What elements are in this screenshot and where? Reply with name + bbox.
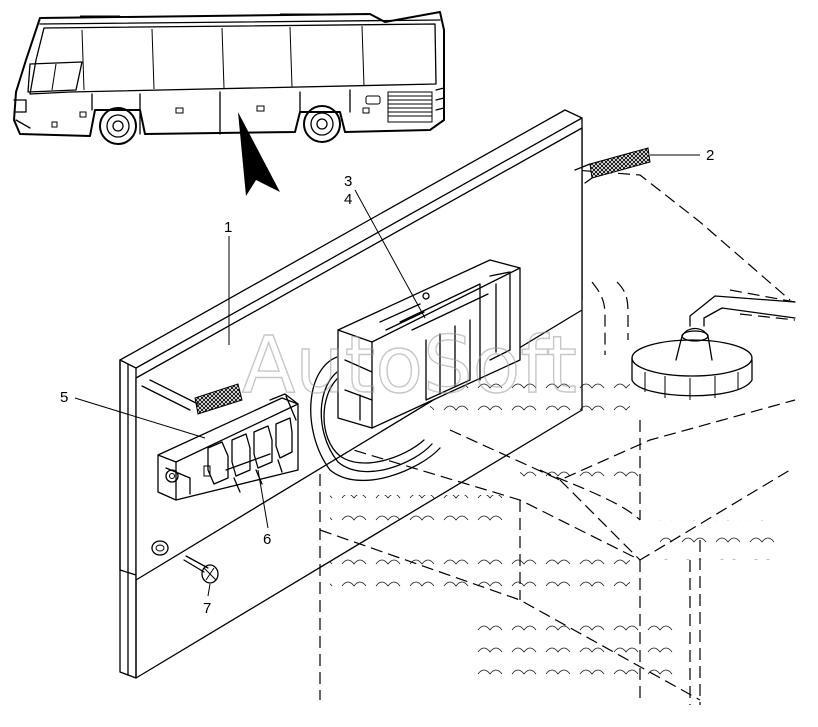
cable-loop xyxy=(310,354,441,481)
tank-filler-cap xyxy=(631,295,796,400)
callout-7: 7 xyxy=(203,600,211,617)
callout-2: 2 xyxy=(706,147,714,164)
leader-lines xyxy=(74,154,700,597)
relay-holder xyxy=(337,259,521,429)
callout-4: 4 xyxy=(344,191,352,208)
terminal-block xyxy=(157,393,299,501)
screw xyxy=(151,540,219,584)
callout-1: 1 xyxy=(224,219,232,236)
watermark: AutoSoft xyxy=(242,321,577,411)
view-direction-arrow-icon xyxy=(238,112,280,196)
callout-3: 3 xyxy=(344,173,352,190)
bus-side-view-icon xyxy=(13,11,445,145)
battery-compartment-outline xyxy=(319,169,796,705)
callout-5: 5 xyxy=(60,389,68,406)
callout-6: 6 xyxy=(263,531,271,548)
